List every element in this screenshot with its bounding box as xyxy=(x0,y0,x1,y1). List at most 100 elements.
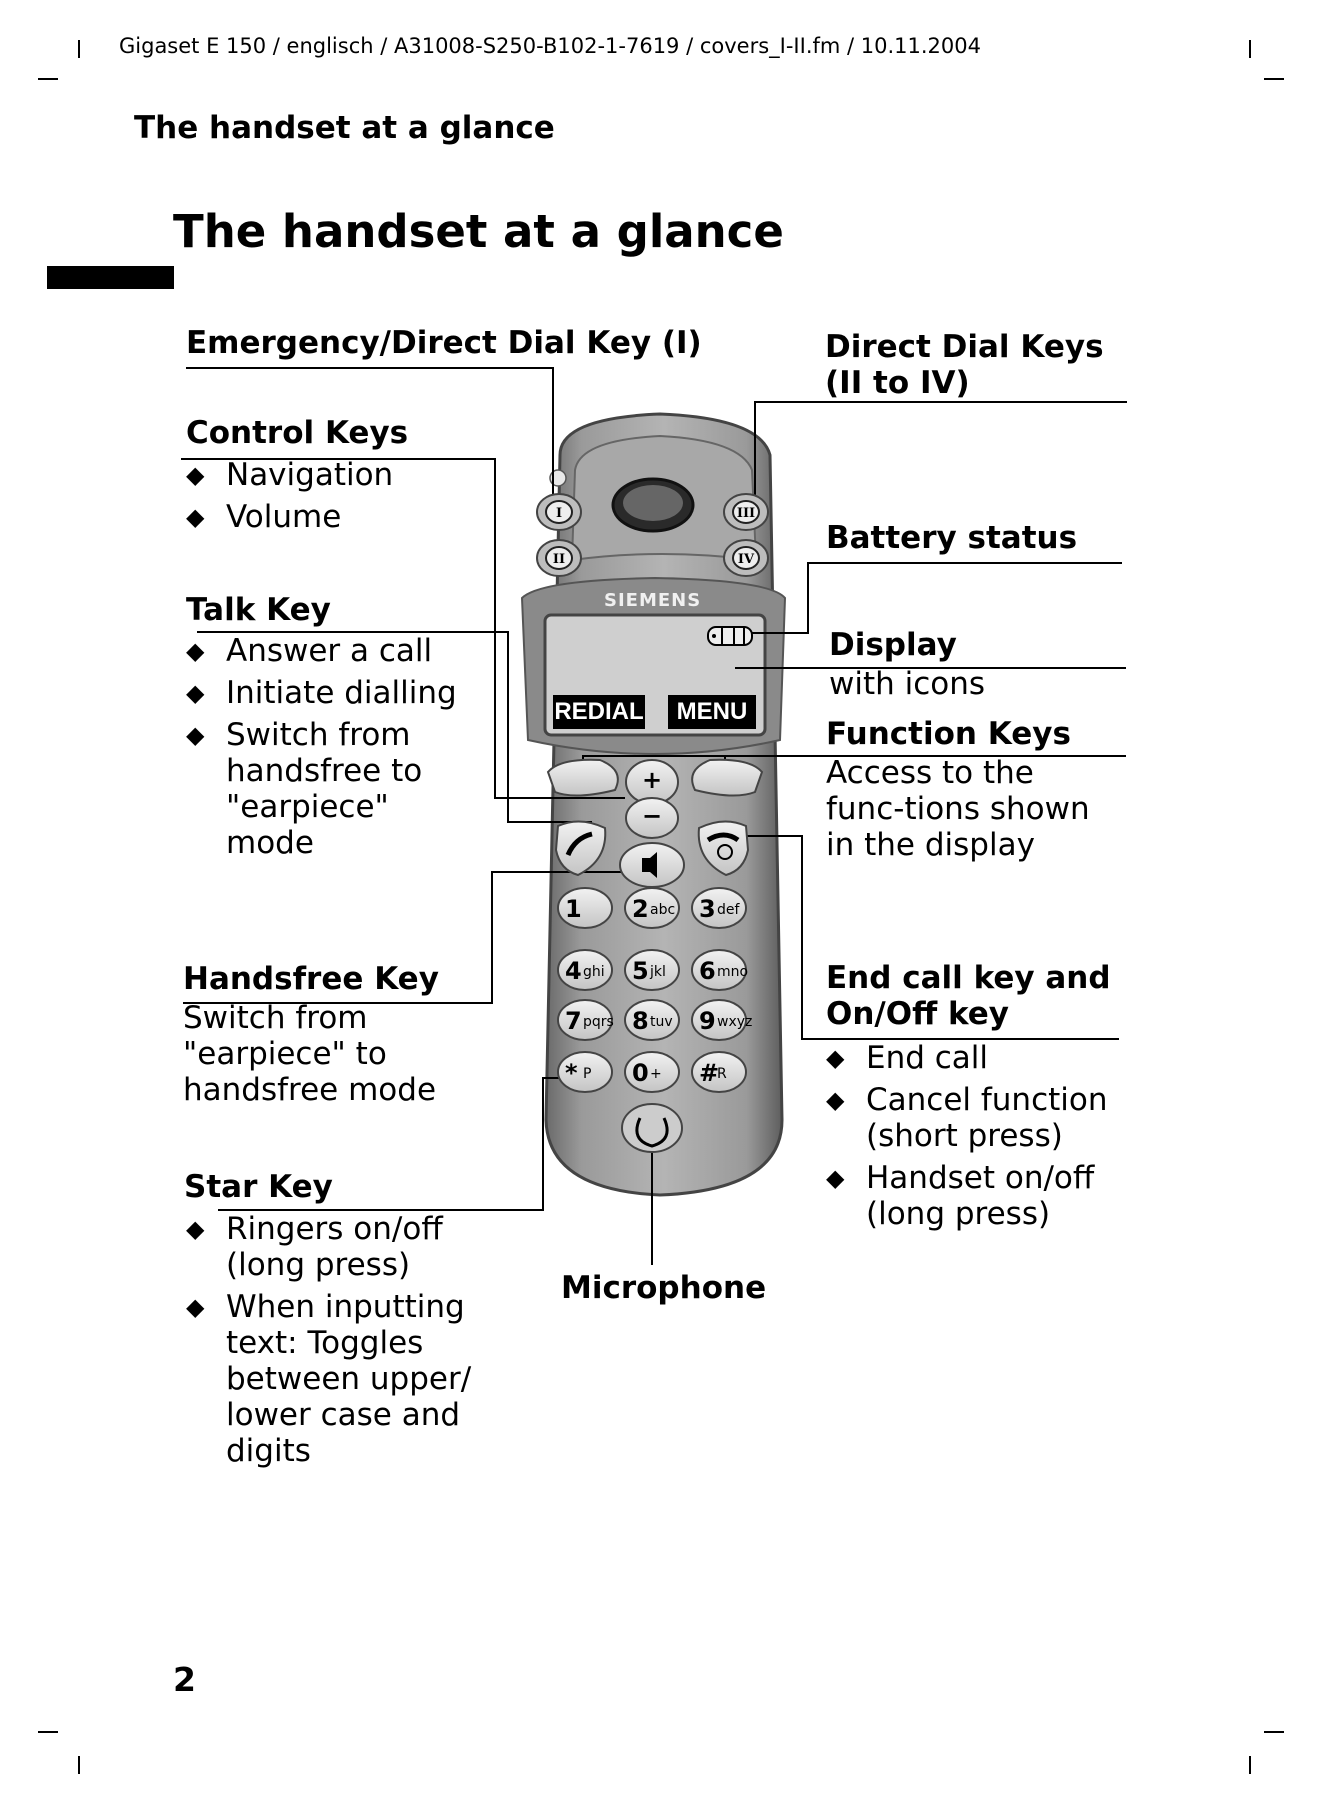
keypad-key-10[interactable]: *P xyxy=(557,1051,613,1093)
list-item: ◆Handset on/off (long press) xyxy=(826,1160,1095,1232)
keypad-key-digit: 1 xyxy=(565,895,582,923)
document-header: Gigaset E 150 / englisch / A31008-S250-B… xyxy=(119,34,982,58)
bullet-icon: ◆ xyxy=(186,1215,205,1243)
crop-mark-bottom-right-v xyxy=(1249,1756,1251,1774)
keypad-key-12[interactable]: #R xyxy=(691,1051,747,1093)
direct-dial-key-label: II xyxy=(553,552,565,567)
crop-mark-bottom-left-h xyxy=(38,1731,58,1733)
phone-brand-label: SIEMENS xyxy=(604,590,702,611)
battery-status-label: Battery status xyxy=(826,520,1078,556)
bullet-icon: ◆ xyxy=(186,1293,205,1321)
keypad-key-digit: # xyxy=(699,1059,719,1087)
list-item: ◆Volume xyxy=(186,499,342,535)
list-item: ◆Initiate dialling xyxy=(186,675,457,711)
bullet-icon: ◆ xyxy=(826,1086,845,1114)
bullet-icon: ◆ xyxy=(186,637,205,665)
list-item: ◆End call xyxy=(826,1040,989,1076)
bullet-icon: ◆ xyxy=(186,461,205,489)
handsfree-key-label: Handsfree Key xyxy=(183,961,439,997)
bullet-icon: ◆ xyxy=(186,503,205,531)
page-number: 2 xyxy=(173,1660,196,1699)
crop-mark-bottom-right-h xyxy=(1264,1731,1284,1733)
right-softkey[interactable] xyxy=(691,758,764,797)
direct-dial-key-ii[interactable]: II xyxy=(536,539,582,577)
keypad-key-digit: 7 xyxy=(565,1007,582,1035)
crop-mark-top-left-v xyxy=(78,40,80,58)
function-keys-description: Access to the func-tions shown in the di… xyxy=(826,755,1090,863)
emergency-key-label: Emergency/Direct Dial Key (I) xyxy=(186,325,702,361)
crop-mark-top-left-h xyxy=(38,78,58,80)
bullet-icon: ◆ xyxy=(186,721,205,749)
talk-key[interactable] xyxy=(554,820,607,877)
star-key-list: ◆Ringers on/off (long press) ◆When input… xyxy=(186,1211,486,1475)
leader-lines xyxy=(181,367,1127,1265)
direct-dial-key-i[interactable]: I xyxy=(536,493,582,531)
control-keys-label: Control Keys xyxy=(186,415,409,451)
keypad-key-digit: 9 xyxy=(699,1007,716,1035)
menu-softkey-label[interactable]: MENU xyxy=(676,698,748,725)
direct-dial-key-iii[interactable]: III xyxy=(723,493,769,531)
battery-icon xyxy=(707,626,753,646)
keypad-key-letters: jkl xyxy=(649,964,666,980)
keypad-key-letters: R xyxy=(717,1066,727,1082)
crop-mark-top-right-h xyxy=(1264,78,1284,80)
bullet-icon: ◆ xyxy=(826,1164,845,1192)
keypad-key-digit: 2 xyxy=(632,895,649,923)
talk-key-label: Talk Key xyxy=(186,592,331,628)
keypad-key-digit: 0 xyxy=(632,1059,649,1087)
power-icon xyxy=(717,844,733,860)
keypad-key-digit: 5 xyxy=(632,957,649,985)
keypad-key-letters: wxyz xyxy=(717,1014,752,1030)
bullet-icon: ◆ xyxy=(186,679,205,707)
microphone-label: Microphone xyxy=(561,1270,767,1306)
keypad-key-digit: 4 xyxy=(565,957,582,985)
volume-down-button[interactable] xyxy=(625,797,679,839)
talk-handset-icon xyxy=(565,831,593,857)
list-item: ◆Answer a call xyxy=(186,633,433,669)
direct-dial-keys-label: Direct Dial Keys (II to IV) xyxy=(825,329,1104,401)
end-call-key-label: End call key and On/Off key xyxy=(826,960,1111,1032)
list-item: ◆Cancel function (short press) xyxy=(826,1082,1108,1154)
list-item: ◆Ringers on/off (long press) xyxy=(186,1211,443,1283)
minus-key-label: − xyxy=(642,802,663,830)
keypad-key-digit: * xyxy=(565,1059,578,1087)
keypad-key-letters: def xyxy=(717,902,741,918)
page-title: The handset at a glance xyxy=(173,205,784,258)
title-bar-decoration xyxy=(47,266,174,289)
redial-softkey-label[interactable]: REDIAL xyxy=(554,698,644,725)
keypad-key-letters: abc xyxy=(650,902,675,918)
keypad-key-letters: P xyxy=(583,1066,591,1082)
keypad-key-11[interactable]: 0+ xyxy=(624,1051,680,1093)
direct-dial-key-label: III xyxy=(737,506,755,521)
keypad-key-1[interactable]: 1 xyxy=(557,887,613,929)
keypad-key-letters: ghi xyxy=(583,964,605,980)
left-softkey[interactable] xyxy=(546,758,619,797)
display-description: with icons xyxy=(829,666,986,702)
list-item: ◆Navigation xyxy=(186,457,394,493)
end-handset-icon xyxy=(706,832,740,843)
direct-dial-key-label: IV xyxy=(738,552,755,567)
plus-key-label: + xyxy=(642,766,663,794)
bullet-icon: ◆ xyxy=(826,1044,845,1072)
direct-dial-key-iv[interactable]: IV xyxy=(723,539,769,577)
keypad-key-digit: 3 xyxy=(699,895,716,923)
crop-mark-top-right-v xyxy=(1249,40,1251,58)
keypad-key-letters: tuv xyxy=(650,1014,673,1030)
display-label: Display xyxy=(829,627,957,663)
end-call-key[interactable] xyxy=(697,820,750,877)
keypad-key-letters: mno xyxy=(717,964,748,980)
list-item: ◆When inputting text: Toggles between up… xyxy=(186,1289,472,1469)
keypad-key-digit: 6 xyxy=(699,957,716,985)
control-keys-list: ◆Navigation ◆Volume xyxy=(186,457,486,541)
speaker-icon xyxy=(642,852,657,878)
